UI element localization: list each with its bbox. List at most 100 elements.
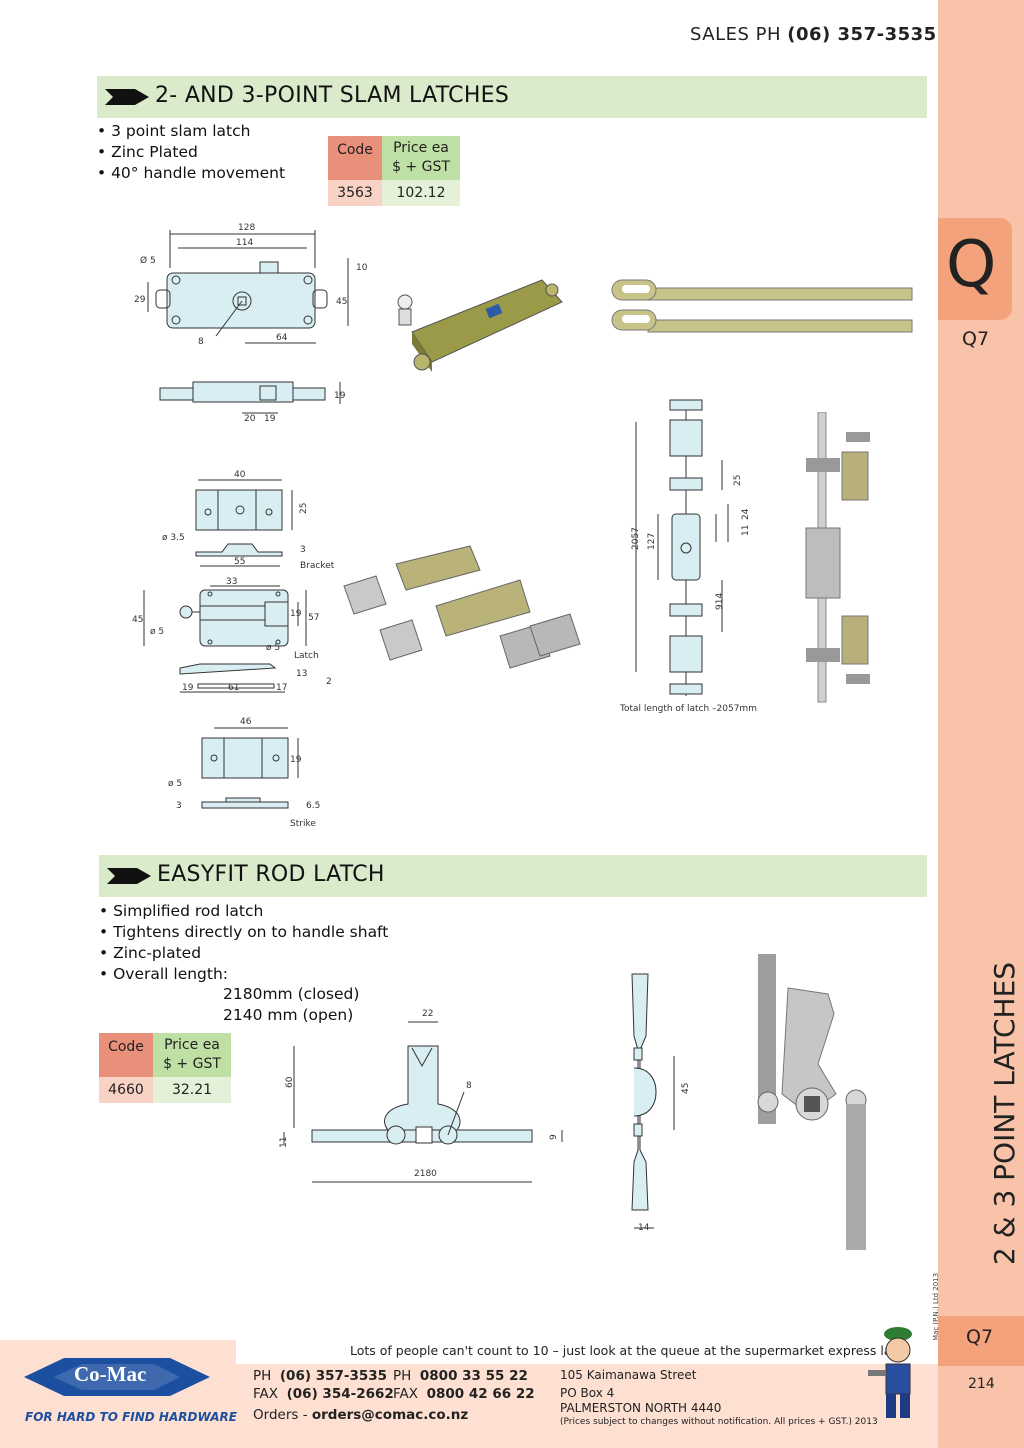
dim-label: 14: [638, 1223, 650, 1233]
product-price: 102.12: [382, 180, 460, 206]
dim-label: 60: [285, 1076, 295, 1088]
freephone-line: PH 0800 33 55 22: [393, 1368, 528, 1384]
section-letter: Q: [946, 228, 997, 302]
dim-label: 8: [198, 337, 204, 347]
dim-label: 46: [240, 717, 252, 727]
section-header-easyfit: EASYFIT ROD LATCH: [99, 855, 927, 897]
section-header-slam-latches: 2- AND 3-POINT SLAM LATCHES: [97, 76, 927, 118]
dim-label: 57: [308, 613, 319, 623]
price-header-line2: $ + GST: [392, 159, 450, 175]
list-item: • 40° handle movement: [97, 164, 286, 182]
dim-label: 2: [326, 677, 332, 687]
price-table: Code Price ea $ + GST 3563 102.12: [328, 136, 460, 206]
product-code: 3563: [328, 180, 382, 206]
dim-label: 10: [356, 263, 368, 273]
footer-joke-band: [236, 1340, 938, 1364]
easyfit-drawing: 22 60 8 11 9 2180: [279, 1009, 563, 1183]
fax: (06) 354-2662: [286, 1386, 394, 1402]
feature-list: • 3 point slam latch • Zinc Plated • 40°…: [97, 121, 285, 184]
fax-line: FAX (06) 354-2662: [253, 1386, 394, 1402]
dim-label: 9: [549, 1134, 559, 1140]
price-header-line1: Price ea: [164, 1037, 220, 1053]
bracket-label: Bracket: [300, 561, 335, 571]
dim-label: 45: [336, 297, 347, 307]
slam-latch-photo: [411, 279, 563, 372]
dim-label: 17: [276, 683, 287, 693]
mascot-icon: [868, 1327, 912, 1418]
dim-label: 914: [715, 593, 725, 610]
dim-label: 25: [299, 503, 309, 514]
dim-label: 19: [290, 755, 302, 765]
dim-label: 114: [236, 238, 253, 248]
vertical-category-title: 2 & 3 POINT LATCHES: [988, 961, 1021, 1265]
dim-label: 2180: [414, 1169, 437, 1179]
price-header: Price ea $ + GST: [382, 136, 460, 180]
phone-label: PH: [393, 1368, 412, 1384]
feature-list: • Simplified rod latch • Tightens direct…: [99, 901, 388, 985]
bracket-latch-photo: [343, 545, 581, 669]
fax-label: FAX: [253, 1386, 279, 1402]
slam-latch-drawing: 128 114 Ø 5 10 29 45 8 64 19 20 19: [134, 223, 368, 424]
easyfit-side-drawing: 45 14: [631, 973, 691, 1233]
dim-label: 11: [741, 525, 751, 536]
orders-line: Orders - orders@comac.co.nz: [253, 1407, 468, 1423]
sales-label: SALES PH: [690, 24, 782, 45]
list-item: • Zinc-plated: [99, 944, 202, 962]
address-line-1: 105 Kaimanawa Street: [560, 1368, 697, 1382]
dim-label: 24: [741, 508, 751, 520]
dim-label: 2057: [631, 527, 641, 550]
section-code-top: Q7: [962, 328, 990, 350]
dim-label: ø 5: [266, 643, 280, 653]
length-closed: 2180mm (closed): [223, 985, 360, 1003]
dim-label: 29: [134, 295, 146, 305]
freefax: 0800 42 66 22: [426, 1386, 535, 1402]
list-item: • Tightens directly on to handle shaft: [99, 923, 389, 941]
product-code: 4660: [99, 1077, 153, 1103]
orders-email[interactable]: orders@comac.co.nz: [311, 1407, 469, 1423]
footer-joke: Lots of people can't count to 10 – just …: [350, 1343, 912, 1358]
price-header: Price ea $ + GST: [153, 1033, 231, 1077]
length-open: 2140 mm (open): [223, 1006, 354, 1024]
latch-label: Latch: [294, 651, 319, 661]
dim-label: 19: [290, 609, 302, 619]
dim-label: 8: [466, 1081, 472, 1091]
dim-label: 19: [334, 391, 346, 401]
phone: (06) 357-3535: [279, 1368, 388, 1384]
dim-label: 19: [264, 414, 276, 424]
list-item: • Simplified rod latch: [99, 902, 264, 920]
dim-label: ø 3.5: [162, 533, 185, 543]
dim-label: 3: [176, 801, 182, 811]
section-title: EASYFIT ROD LATCH: [157, 862, 385, 887]
arrow-icon: [107, 868, 151, 884]
price-header-line1: Price ea: [393, 140, 449, 156]
list-item: • Zinc Plated: [97, 143, 198, 161]
dim-label: 13: [296, 669, 307, 679]
length-list: 2180mm (closed) 2140 mm (open): [223, 984, 359, 1026]
fax-label: FAX: [393, 1386, 419, 1402]
disclaimer: (Prices subject to changes without notif…: [560, 1417, 878, 1427]
mascot-icon: [397, 294, 413, 326]
dim-label: 40: [234, 470, 246, 480]
freefax-line: FAX 0800 42 66 22: [393, 1386, 535, 1402]
dim-label: 11: [279, 1137, 289, 1148]
dim-label: 3: [300, 545, 306, 555]
code-header: Code: [328, 136, 382, 180]
list-item: • Overall length:: [99, 965, 229, 983]
dim-label: 6.5: [306, 801, 320, 811]
price-table: Code Price ea $ + GST 4660 32.21: [99, 1033, 231, 1103]
dim-label: 55: [234, 557, 245, 567]
latch-rods-photo: [611, 279, 913, 333]
dim-label: 127: [647, 533, 657, 550]
list-item: • 3 point slam latch: [97, 122, 251, 140]
total-length-note: Total length of latch –2057mm: [620, 704, 757, 714]
dim-label: 22: [422, 1009, 433, 1019]
section-code-bottom: Q7: [966, 1326, 994, 1348]
dim-label: 45: [132, 615, 143, 625]
freephone: 0800 33 55 22: [419, 1368, 528, 1384]
dim-label: 61: [228, 683, 239, 693]
arrow-icon: [105, 89, 149, 105]
easyfit-photo: [757, 954, 867, 1250]
dim-label: 64: [276, 333, 288, 343]
rod-assembly-drawing: 2057 127 25 11 24 914: [631, 399, 751, 696]
logo-text: Co-Mac: [74, 1362, 147, 1386]
